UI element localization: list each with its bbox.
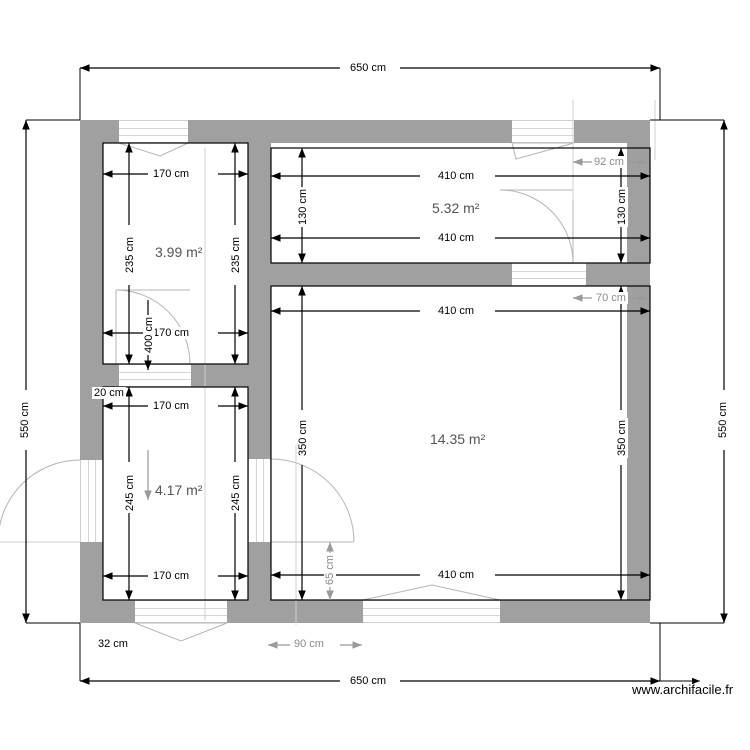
wall-interior-horizontal-right [248, 263, 650, 286]
dim-main-height-left: 350 cm [297, 417, 310, 459]
room-label-main: 14.35 m² [430, 431, 486, 447]
dim-bl-width-top: 170 cm [151, 400, 192, 412]
dim-left-overall: 550 cm [19, 399, 32, 441]
dim-bl-width-bottom: 170 cm [151, 570, 192, 582]
dim-tl-height-right: 235 cm [230, 234, 243, 276]
dim-main-offset-right: 70 cm [594, 292, 628, 304]
dim-bottom-gap: 90 cm [292, 638, 326, 650]
dim-tl-width-top: 170 cm [151, 168, 192, 180]
room-label-bottom-left: 4.17 m² [155, 482, 203, 498]
dim-bl-offset: 20 cm [92, 387, 126, 399]
dim-top-overall: 650 cm [348, 62, 389, 74]
wall-exterior-top [80, 120, 650, 143]
door-opening-exterior-left [80, 460, 103, 542]
window-bottom-left [135, 600, 227, 623]
window-bottom-main [363, 600, 500, 623]
watermark-archifacile: www.archifacile.fr [632, 682, 734, 697]
door-opening-interior-vertical [248, 459, 271, 542]
dim-tl-height-left: 235 cm [124, 234, 137, 276]
dim-main-height-right: 350 cm [616, 417, 629, 459]
dim-tr-window-offset: 92 cm [592, 156, 626, 168]
dim-tl-width-bottom: 170 cm [151, 327, 192, 339]
dim-bottom-overall: 650 cm [348, 675, 389, 687]
door-opening-between-left-rooms [119, 364, 191, 387]
dim-main-door-offset: 65 cm [323, 553, 336, 587]
door-opening-between-top-right-and-main [512, 263, 586, 286]
dim-bl-height-left: 245 cm [124, 472, 137, 514]
dim-bottom-window-left: 32 cm [96, 638, 130, 650]
dim-main-width-top: 410 cm [436, 305, 477, 317]
wall-exterior-right [627, 120, 650, 623]
room-label-top-right: 5.32 m² [432, 200, 480, 216]
window-top-left [119, 120, 188, 143]
room-label-top-left: 3.99 m² [155, 244, 203, 260]
dim-bl-height-right: 245 cm [230, 472, 243, 514]
dim-tr-height-right: 130 cm [616, 186, 629, 228]
dim-tr-width-bottom: 410 cm [436, 232, 477, 244]
dim-right-overall: 550 cm [717, 399, 730, 441]
dim-main-width-bottom: 410 cm [436, 569, 477, 581]
dim-tr-width-top: 410 cm [436, 170, 477, 182]
dim-tl-door-width: 400 cm [143, 314, 156, 356]
window-top-right [512, 120, 574, 143]
dim-tr-height-left: 130 cm [297, 186, 310, 228]
